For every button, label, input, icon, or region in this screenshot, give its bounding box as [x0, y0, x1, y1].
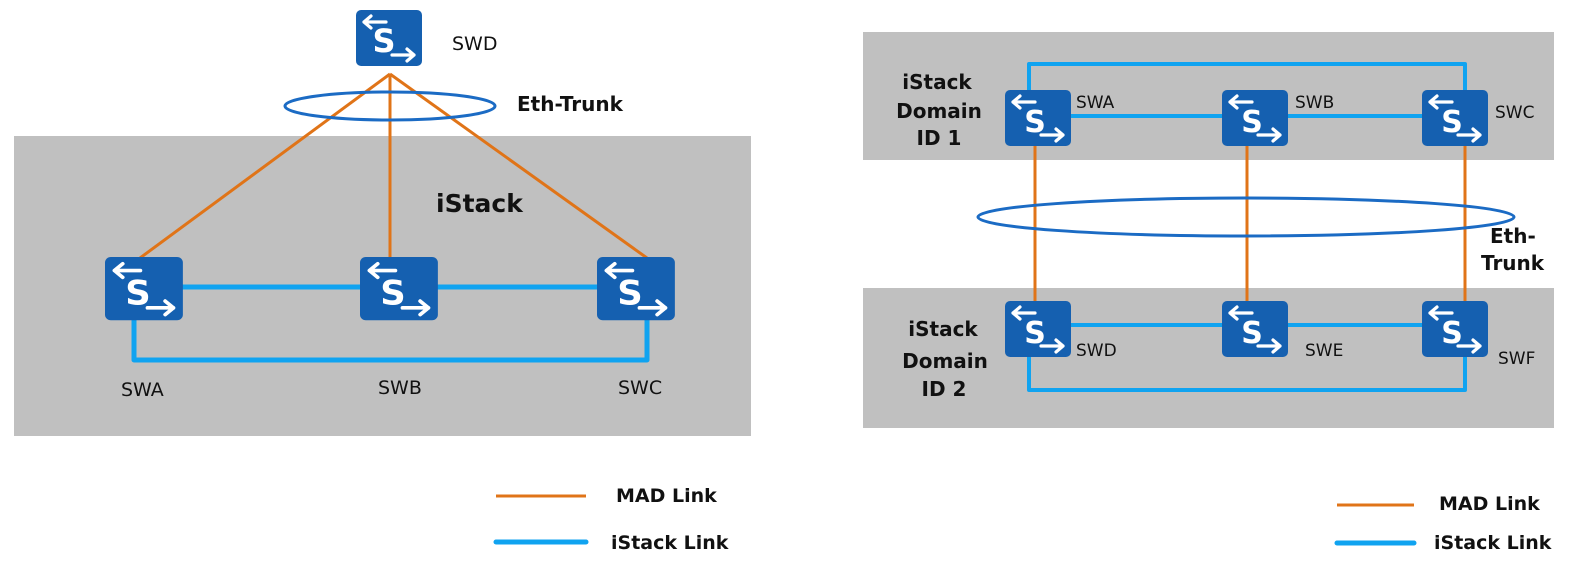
legend-mad-label: MAD Link — [1439, 493, 1540, 515]
switch-label-swb: SWB — [378, 377, 422, 399]
switch-swc[interactable]: S — [1420, 88, 1490, 148]
istack-domain-label: iStack — [436, 189, 524, 218]
switch-swa[interactable]: S — [1003, 88, 1073, 148]
istack-domain-2-label: iStack Domain ID 2 — [902, 317, 988, 401]
switch-swb[interactable]: S — [358, 255, 440, 323]
svg-text:iStack: iStack — [908, 317, 978, 341]
svg-text:Domain: Domain — [896, 99, 982, 123]
switch-label-swc: SWC — [618, 377, 662, 399]
svg-text:ID 2: ID 2 — [922, 377, 967, 401]
legend-mad-label: MAD Link — [616, 485, 717, 507]
switch-swe[interactable]: S — [1220, 299, 1290, 359]
svg-text:S: S — [1241, 105, 1263, 140]
switch-swa[interactable]: S — [103, 255, 185, 323]
svg-text:S: S — [380, 274, 405, 313]
svg-text:S: S — [125, 274, 150, 313]
left-legend: MAD Link iStack Link — [493, 485, 729, 554]
mad-link-swd-swa — [139, 72, 391, 260]
eth-trunk-ellipse — [976, 196, 1516, 238]
switch-swb[interactable]: S — [1220, 88, 1290, 148]
eth-trunk-label: Eth-Trunk — [517, 92, 624, 116]
switch-label-swf: SWF — [1498, 349, 1535, 369]
eth-trunk-label-line1: Eth- — [1490, 224, 1536, 248]
switch-label-swd: SWD — [1076, 341, 1117, 361]
left-diagram: Eth-Trunk iStack S SWD S SWA S SWB S SWC — [14, 8, 751, 554]
istack-link-swa-swc — [1027, 62, 1467, 95]
switch-label-swc: SWC — [1495, 103, 1534, 123]
svg-text:S: S — [1024, 105, 1046, 140]
istack-domain-1-label: iStack Domain ID 1 — [896, 70, 982, 150]
switch-label-swe: SWE — [1305, 341, 1343, 361]
mad-link-swd-swc — [389, 72, 648, 260]
switch-swd[interactable]: S — [1003, 299, 1073, 359]
switch-label-swb: SWB — [1295, 93, 1334, 113]
svg-text:S: S — [1441, 105, 1463, 140]
switch-swf[interactable]: S — [1420, 299, 1490, 359]
right-diagram: Eth- Trunk iStack Domain ID 1 iStack Dom… — [863, 32, 1554, 554]
svg-text:ID 1: ID 1 — [917, 126, 962, 150]
svg-text:iStack: iStack — [902, 70, 972, 94]
svg-text:S: S — [1441, 316, 1463, 351]
istack-link-swd-swf — [1027, 355, 1467, 392]
svg-text:S: S — [372, 22, 395, 60]
switch-swc[interactable]: S — [595, 255, 677, 323]
istack-link-swa-swc — [131, 320, 650, 363]
svg-text:S: S — [617, 274, 642, 313]
switch-label-swd: SWD — [452, 33, 497, 55]
right-legend: MAD Link iStack Link — [1334, 493, 1552, 554]
svg-text:S: S — [1024, 316, 1046, 351]
svg-text:S: S — [1241, 316, 1263, 351]
eth-trunk-label-line2: Trunk — [1481, 251, 1545, 275]
svg-text:Domain: Domain — [902, 349, 988, 373]
legend-istack-label: iStack Link — [611, 532, 729, 554]
switch-label-swa: SWA — [1076, 93, 1115, 113]
switch-swd[interactable]: S — [354, 8, 424, 68]
legend-istack-label: iStack Link — [1434, 532, 1552, 554]
switch-label-swa: SWA — [121, 379, 164, 401]
eth-trunk-ellipse — [283, 90, 497, 122]
